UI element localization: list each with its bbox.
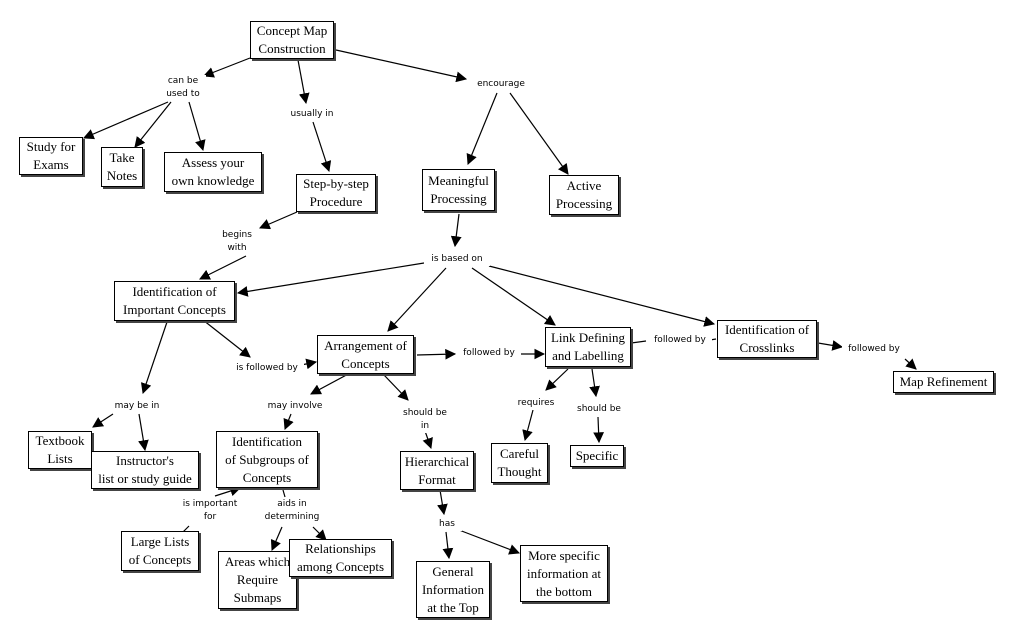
connector-line: [202, 57, 251, 78]
connector-line: [466, 92, 498, 165]
link-label-is-followed-by: is followed by: [230, 362, 304, 375]
connector-line: [92, 413, 114, 428]
connector-line: [134, 101, 172, 148]
connector-line: [259, 211, 298, 230]
link-label-encourage: encourage: [472, 78, 530, 91]
node-identification-important-concepts: Identification of Important Concepts: [114, 281, 235, 321]
node-hierarchical-format: Hierarchical Format: [400, 451, 474, 490]
connector-line: [283, 413, 294, 431]
node-general-information: General Information at the Top: [416, 561, 490, 618]
connector-line: [471, 267, 556, 326]
connector-line: [188, 101, 206, 152]
connector-line: [545, 368, 569, 391]
link-label-may-be-in: may be in: [108, 400, 166, 413]
link-label-is-based-on: is based on: [424, 253, 490, 266]
link-label-followed-by-1: followed by: [457, 347, 521, 360]
node-arrangement-of-concepts: Arrangement of Concepts: [317, 335, 414, 374]
node-study-for-exams: Study for Exams: [19, 137, 83, 175]
link-label-requires: requires: [511, 397, 561, 410]
connector-line: [138, 413, 149, 452]
connector-line: [270, 526, 283, 551]
connector-line: [83, 101, 169, 140]
node-relationships: Relationships among Concepts: [289, 539, 392, 577]
connector-line: [593, 416, 605, 444]
link-label-begins-with: begins with: [216, 229, 258, 255]
connector-line: [199, 255, 247, 280]
node-careful-thought: Careful Thought: [491, 443, 548, 483]
node-more-specific: More specific information at the bottom: [520, 545, 608, 602]
link-label-aids-in-determining: aids in determining: [258, 498, 326, 524]
node-map-refinement: Map Refinement: [893, 371, 994, 393]
connector-line: [140, 321, 168, 395]
connector-line: [450, 213, 462, 248]
connector-line: [335, 49, 468, 83]
node-concept-map-construction: Concept Map Construction: [250, 21, 334, 59]
link-label-has: has: [432, 518, 462, 531]
link-label-followed-by-3: followed by: [842, 343, 906, 356]
connector-line: [312, 526, 327, 541]
connector-line: [297, 59, 310, 105]
link-label-followed-by-2: followed by: [648, 334, 712, 347]
node-identification-subgroups: Identification of Subgroups of Concepts: [216, 431, 318, 488]
connector-line: [312, 121, 332, 173]
connector-line: [509, 92, 569, 175]
connector-line: [522, 409, 534, 442]
node-assess-knowledge: Assess your own knowledge: [164, 152, 262, 192]
node-link-defining-labelling: Link Defining and Labelling: [545, 327, 631, 367]
node-take-notes: Take Notes: [101, 147, 143, 187]
node-identification-crosslinks: Identification of Crosslinks: [717, 320, 817, 358]
connector-line: [236, 262, 425, 297]
node-meaningful-processing: Meaningful Processing: [422, 169, 495, 211]
connector-line: [310, 371, 353, 395]
link-label-is-important-for: is important for: [177, 498, 243, 524]
node-areas-submaps: Areas which Require Submaps: [218, 551, 297, 609]
connector-line: [214, 485, 242, 497]
node-instructors-list: Instructor's list or study guide: [91, 451, 199, 489]
node-textbook-lists: Textbook Lists: [28, 431, 92, 469]
link-label-should-be: should be: [570, 403, 628, 416]
connector-line: [904, 358, 917, 370]
connector-line: [442, 531, 454, 560]
node-large-lists: Large Lists of Concepts: [121, 531, 199, 571]
connector-line: [422, 430, 433, 450]
link-label-usually-in: usually in: [284, 108, 340, 121]
node-active-processing: Active Processing: [549, 175, 619, 215]
connector-line: [437, 489, 448, 516]
connector-line: [387, 267, 447, 332]
connector-line: [383, 374, 409, 401]
connector-line: [282, 489, 286, 498]
link-label-may-involve: may involve: [262, 400, 328, 413]
connector-line: [458, 529, 521, 555]
link-label-can-be-used-to: can be used to: [160, 75, 206, 101]
link-label-should-be-in: should be in: [396, 407, 454, 433]
node-step-by-step-procedure: Step-by-step Procedure: [296, 174, 376, 212]
connector-line: [416, 348, 457, 360]
connector-line: [630, 340, 647, 344]
connector-line: [817, 340, 844, 351]
node-specific: Specific: [570, 445, 624, 467]
connector-line: [202, 319, 251, 358]
connector-line: [589, 368, 600, 398]
connector-line: [488, 265, 716, 327]
